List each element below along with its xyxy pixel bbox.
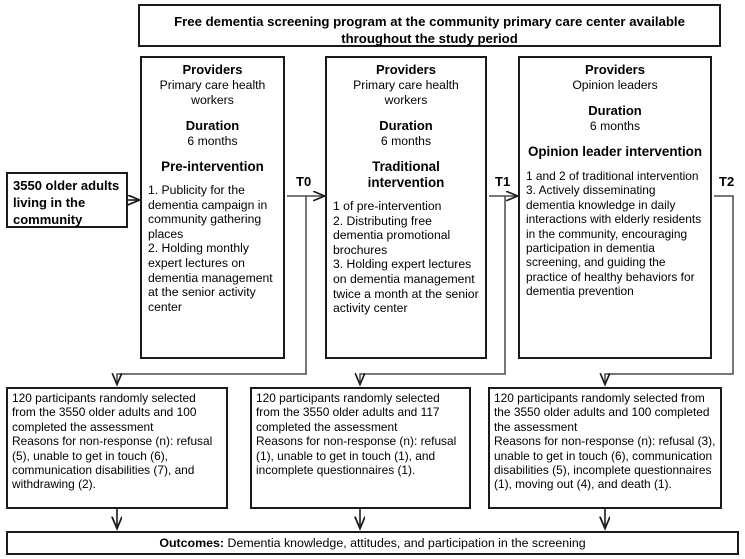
providers-label: Providers [585,62,645,77]
spacer [333,149,479,159]
arm1-providers-value: Primary care health workers [159,78,266,107]
outcomes-text: Outcomes: Dementia knowledge, attitudes,… [8,533,737,553]
timepoint-label-t2: T2 [719,174,735,189]
arm2-duration-value: 6 months [380,134,432,148]
arm3-providers-value: Opinion leaders [572,78,658,92]
arm2-providers-value: Primary care health workers [353,78,459,107]
arm1-duration: Duration 6 months [148,118,277,149]
population-text: 3550 older adults living in the communit… [13,178,120,227]
arm-box-pre-intervention: Providers Primary care health workers Du… [140,56,285,359]
population-box: 3550 older adults living in the communit… [6,172,128,228]
result3-text: 120 participants randomly selected from … [494,391,716,492]
spacer [526,93,704,103]
outcomes-description: Dementia knowledge, attitudes, and parti… [224,536,586,550]
program-banner-box: Free dementia screening program at the c… [138,4,721,47]
arm2-title: Traditional intervention [367,159,445,190]
timepoint-label-t1: T1 [495,174,511,189]
outcomes-box: Outcomes: Dementia knowledge, attitudes,… [6,531,739,555]
timepoint-label-t0: T0 [296,174,312,189]
spacer [148,108,277,118]
result-box-opinion-leader-intervention: 120 participants randomly selected from … [488,387,722,509]
arm2-providers: Providers Primary care health workers [333,62,479,108]
spacer [333,108,479,118]
arm1-body: 1. Publicity for the dementia campaign i… [148,183,273,314]
duration-label: Duration [185,118,240,133]
result2-text: 120 participants randomly selected from … [256,391,457,478]
arm2-body: 1 of pre-intervention 2. Distributing fr… [333,199,479,316]
duration-label: Duration [588,103,642,118]
arm-box-traditional-intervention: Providers Primary care health workers Du… [325,56,487,359]
connector-t0-to-result1 [117,196,307,384]
providers-label: Providers [376,62,436,77]
arm1-providers: Providers Primary care health workers [148,62,277,108]
arm3-title: Opinion leader intervention [527,144,703,159]
arm3-providers: Providers Opinion leaders [526,62,704,93]
result1-text: 120 participants randomly selected from … [12,391,213,492]
result-box-pre-intervention: 120 participants randomly selected from … [6,387,228,509]
duration-label: Duration [379,118,433,133]
arm1-duration-value: 6 months [187,134,238,148]
connector-t2-to-result3 [605,195,734,384]
connector-t1-to-result2 [360,196,506,384]
arm3-duration-value: 6 months [589,119,641,133]
spacer [148,149,277,159]
arm1-title: Pre-intervention [161,159,264,174]
arm3-duration: Duration 6 months [526,103,704,134]
program-banner-text: Free dementia screening program at the c… [174,14,685,46]
outcomes-label: Outcomes: [159,536,225,550]
arm-box-opinion-leader-intervention: Providers Opinion leaders Duration 6 mon… [518,56,712,359]
arm3-body: 1 and 2 of traditional intervention 3. A… [526,169,702,299]
arm2-duration: Duration 6 months [333,118,479,149]
spacer [526,134,704,144]
result-box-traditional-intervention: 120 participants randomly selected from … [250,387,471,509]
providers-label: Providers [182,62,243,77]
